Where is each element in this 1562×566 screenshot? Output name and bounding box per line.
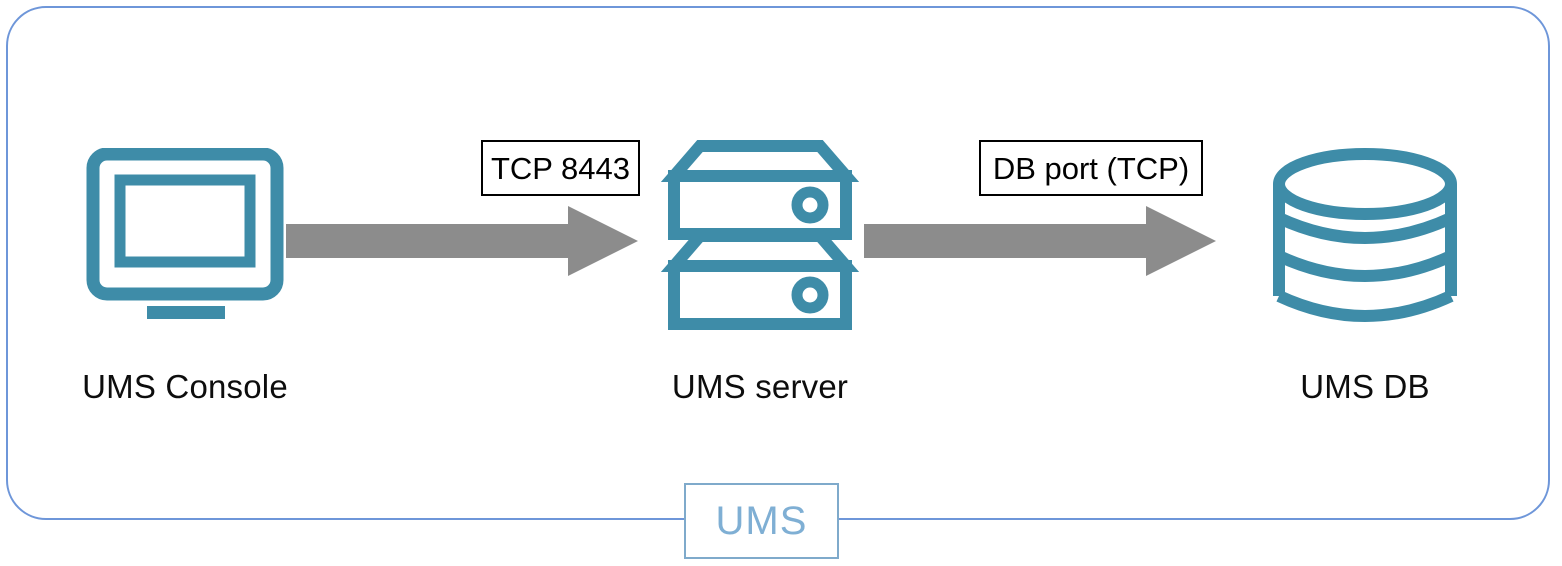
server-stack-icon <box>660 138 860 343</box>
node-ums-server: UMS server <box>570 0 950 440</box>
node-ums-db: UMS DB <box>1170 0 1560 440</box>
node-ums-console: UMS Console <box>0 0 370 440</box>
database-cylinder-icon <box>1265 146 1465 341</box>
monitor-icon <box>85 147 285 333</box>
node-label-ums-server: UMS server <box>671 368 849 405</box>
right-arrow-icon-console-to-server <box>286 206 638 281</box>
port-label-db-port: DB port (TCP) <box>979 140 1203 196</box>
node-label-ums-db: UMS DB <box>1300 368 1430 405</box>
port-label-tcp-8443: TCP 8443 <box>481 140 640 196</box>
ums-badge: UMS <box>684 483 839 559</box>
right-arrow-icon-server-to-db <box>864 206 1216 281</box>
node-label-ums-console: UMS Console <box>82 368 288 405</box>
ums-badge-label: UMS <box>715 499 808 543</box>
